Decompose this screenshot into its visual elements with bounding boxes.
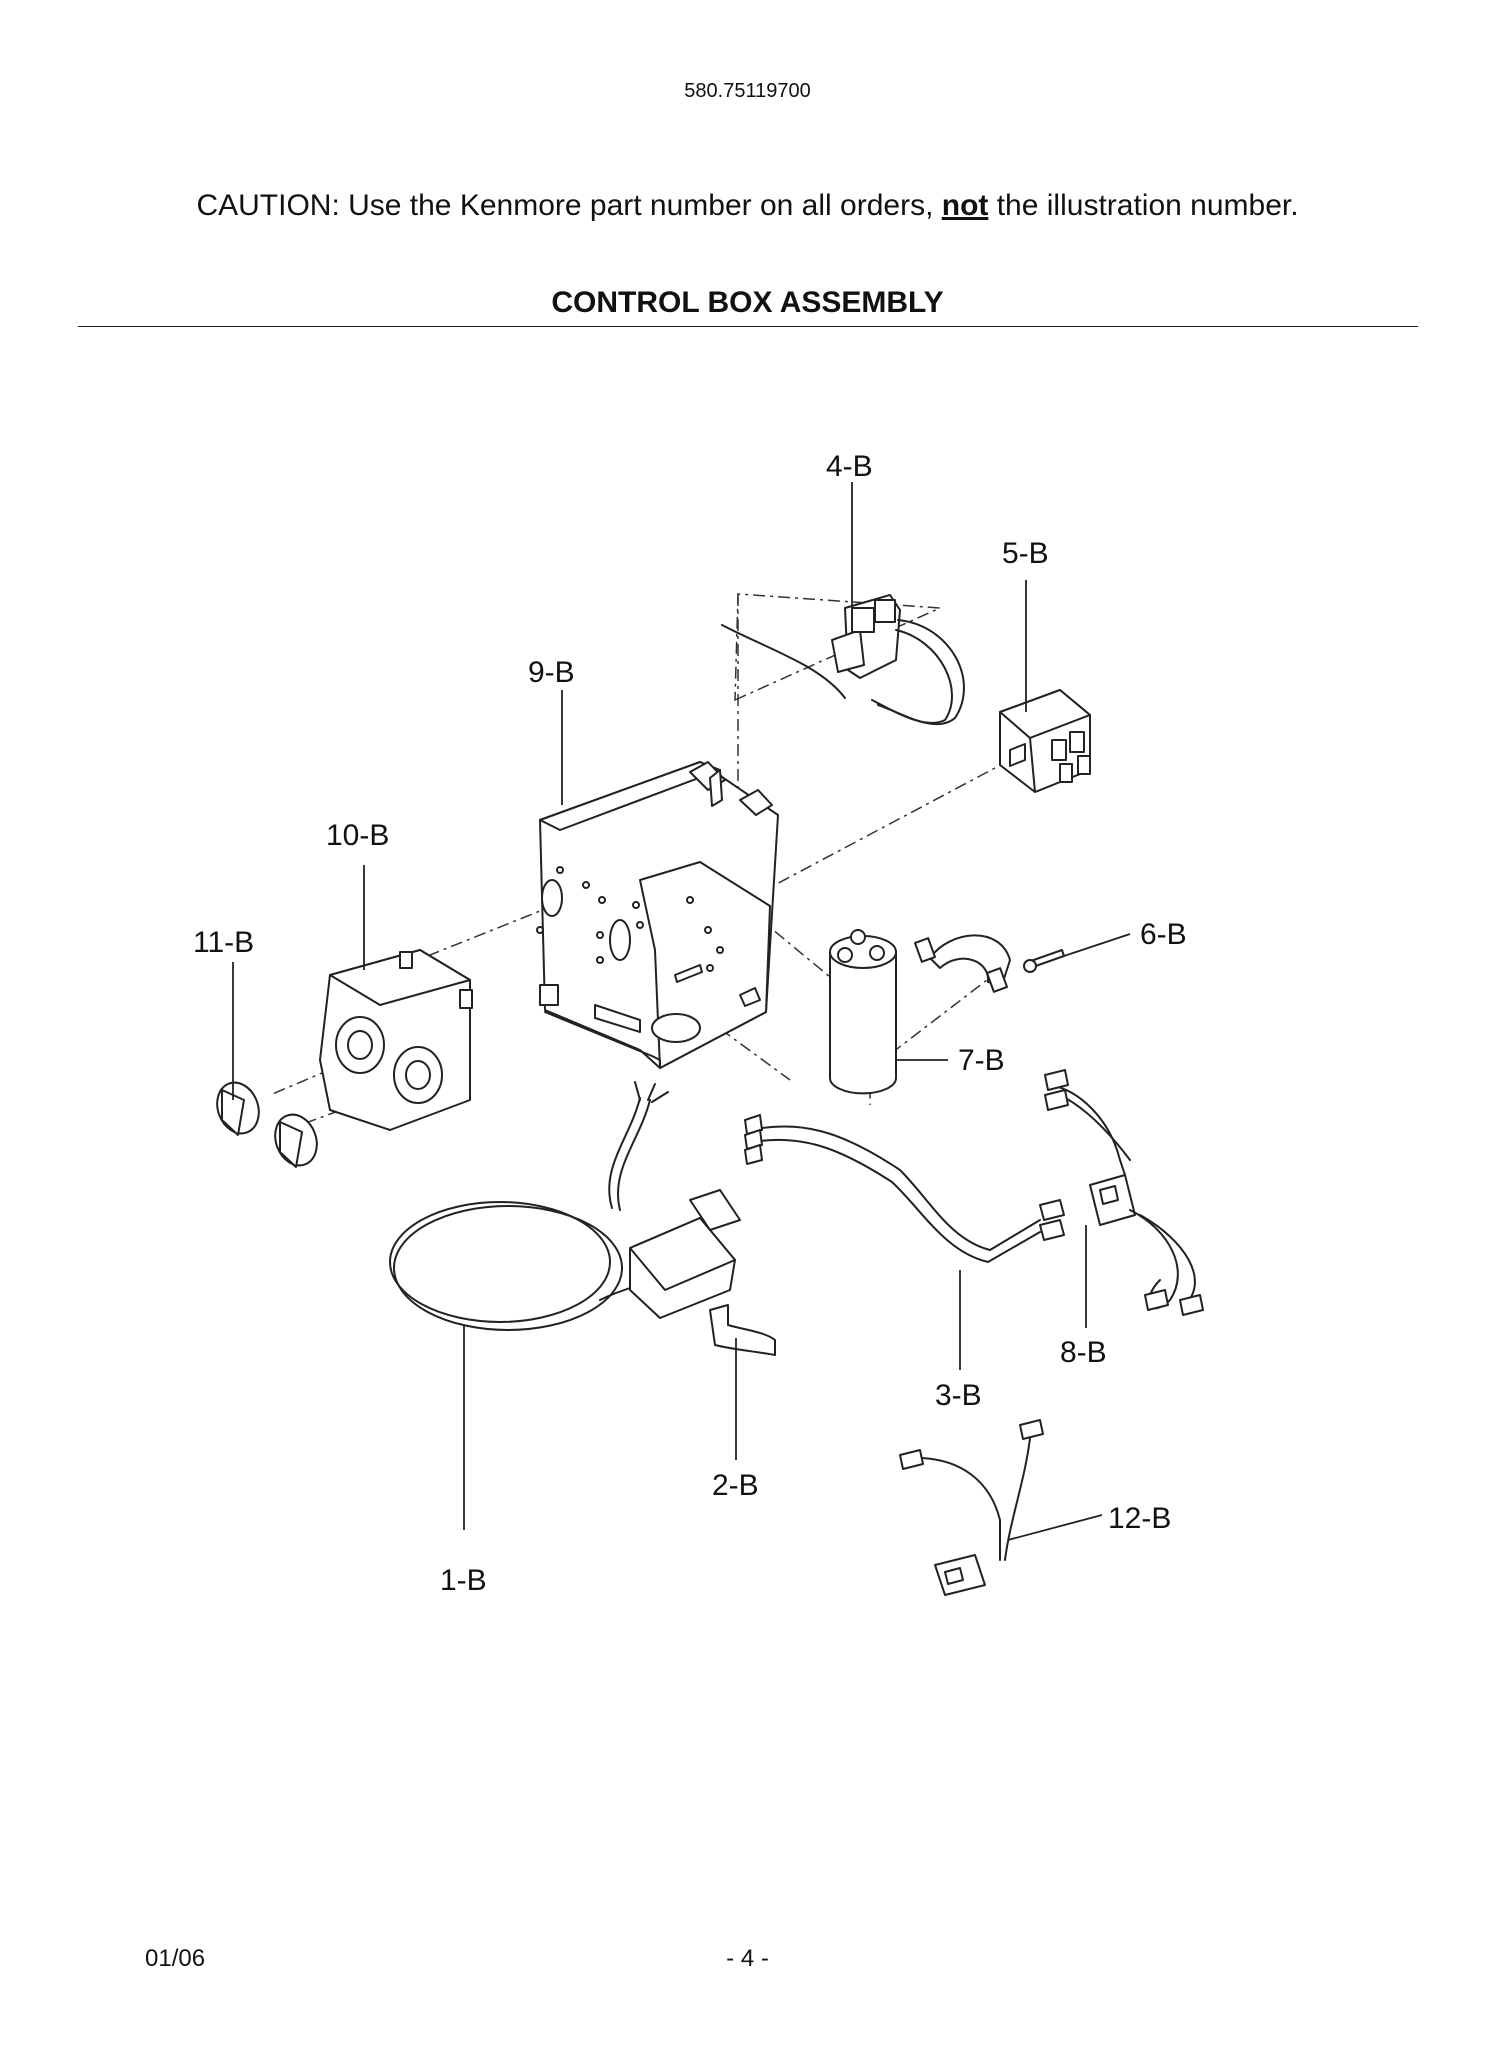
caution-suffix: the illustration number.: [988, 189, 1299, 222]
power-cord: [389, 1081, 741, 1331]
callout-7B: 7-B: [958, 1044, 1005, 1077]
footer-date: 01/06: [145, 1945, 206, 1972]
capacitor-strap: [914, 934, 1065, 993]
thermostat-switch: [721, 594, 965, 726]
wiring-harness: [744, 1114, 1065, 1263]
callout-5B: 5-B: [1002, 537, 1049, 570]
section-title: CONTROL BOX ASSEMBLY: [551, 286, 944, 319]
control-box-bracket: [536, 761, 779, 1069]
callout-10B: 10-B: [326, 819, 389, 852]
callout-leaders: [232, 482, 1131, 1541]
callout-12B: 12-B: [1108, 1502, 1171, 1535]
callout-6B: 6-B: [1140, 918, 1187, 951]
callout-4B: 4-B: [826, 450, 873, 483]
caution-notice: CAUTION: Use the Kenmore part number on …: [0, 189, 1495, 223]
caution-emphasis: not: [941, 189, 989, 222]
title-divider: [78, 326, 1418, 327]
callout-9B: 9-B: [528, 656, 575, 689]
model-number: 580.75119700: [684, 80, 811, 102]
cord-clamp: [709, 1304, 776, 1356]
callout-11B: 11-B: [193, 926, 254, 959]
callout-1B: 1-B: [440, 1564, 487, 1597]
control-knobs: [216, 1081, 318, 1168]
capacitor: [829, 929, 897, 1095]
jumper-harness: [899, 1419, 1044, 1596]
callout-8B: 8-B: [1060, 1336, 1107, 1369]
caution-prefix: CAUTION: Use the Kenmore part number on …: [196, 189, 942, 222]
callout-3B: 3-B: [935, 1379, 982, 1412]
terminal-harness: [1044, 1069, 1204, 1316]
callout-2B: 2-B: [712, 1469, 759, 1502]
footer-page-number: - 4 -: [726, 1945, 769, 1972]
relay: [999, 689, 1091, 793]
control-panel: [319, 949, 473, 1131]
callout-labels: 1-B 2-B 3-B 4-B 5-B 6-B 7-B 8-B 9-B 10-B…: [193, 450, 1187, 1597]
